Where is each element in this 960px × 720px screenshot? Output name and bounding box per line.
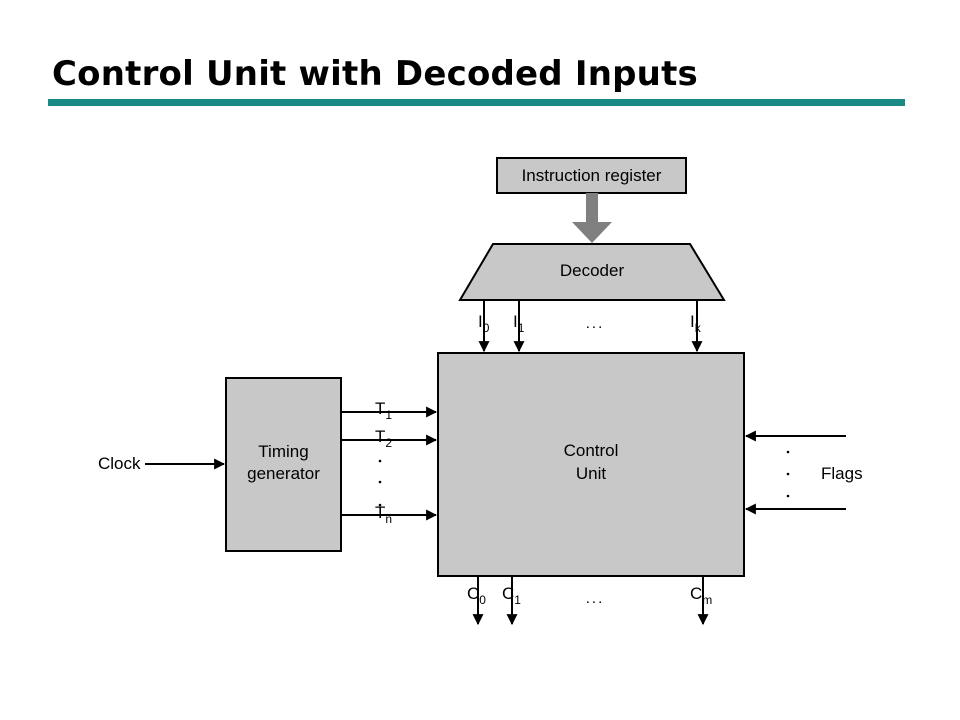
slide-title: Control Unit with Decoded Inputs [52, 54, 698, 94]
timing-generator-label-line2: generator [247, 464, 320, 483]
control-unit-label-line2: Unit [576, 464, 607, 483]
decoder-outputs-ellipsis: ... [586, 315, 605, 332]
instruction-register-label: Instruction register [522, 166, 662, 185]
ir-to-decoder-arrow [572, 193, 612, 243]
timing-generator-label-line1: Timing [258, 442, 308, 461]
timing-signal-tn-label: Tn [375, 503, 392, 526]
timing-signals-ellipsis [378, 459, 382, 507]
timing-generator-box [225, 377, 342, 552]
decoder-output-ik-label: Ik [690, 312, 702, 335]
control-output-c1-label: C1 [502, 584, 521, 607]
flags-label: Flags [821, 464, 863, 483]
decoder-output-i0-label: I0 [478, 312, 490, 335]
control-unit-label-line1: Control [564, 441, 619, 460]
control-output-c0-label: C0 [467, 584, 486, 607]
control-unit-box [437, 352, 745, 577]
decoder-label: Decoder [560, 261, 625, 280]
clock-label: Clock [98, 454, 141, 473]
flags-ellipsis [786, 450, 790, 498]
decoder-box [458, 243, 726, 301]
title-rule [48, 99, 905, 106]
decoder-output-i1-label: I1 [513, 312, 525, 335]
timing-signal-t1-label: T1 [375, 399, 392, 422]
control-output-cm-label: Cm [690, 584, 712, 607]
timing-signal-t2-label: T2 [375, 427, 392, 450]
instruction-register-box [496, 157, 687, 194]
control-outputs-ellipsis: ... [586, 590, 605, 607]
